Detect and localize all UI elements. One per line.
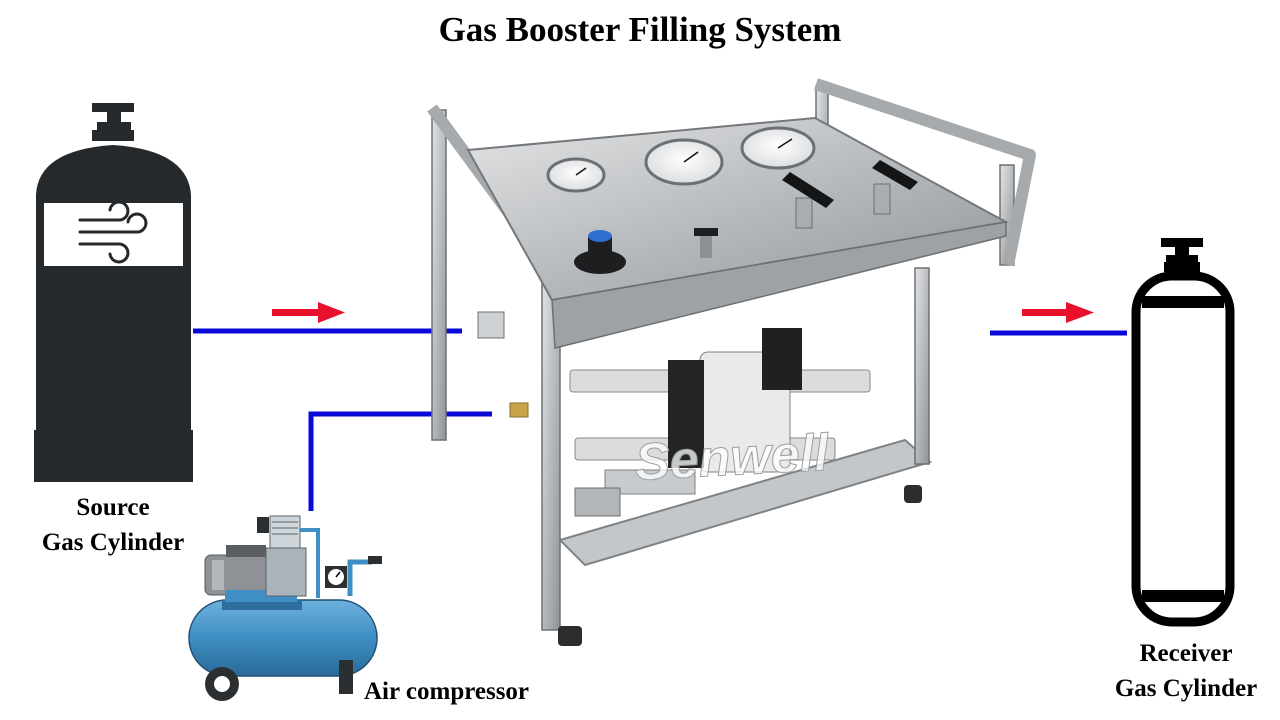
booster-regulator-knob	[574, 230, 626, 274]
source-cylinder-valve	[92, 103, 134, 141]
flow-arrow-inlet	[272, 302, 345, 323]
air-compressor	[188, 515, 382, 701]
booster-valve-handle-left	[782, 172, 834, 229]
receiver-label-line1: Receiver	[1139, 640, 1233, 667]
gas-booster-cart	[427, 78, 1036, 646]
booster-pressure-gauge-right	[740, 126, 816, 170]
source-cylinder-label-panel	[44, 203, 183, 266]
compressor-pump-head	[257, 515, 307, 597]
source-gas-cylinder	[34, 103, 193, 482]
wind-icon	[78, 200, 148, 264]
booster-caster-wheels	[558, 485, 922, 646]
diagram-title: Gas Booster Filling System	[438, 10, 842, 49]
compressor-wheel	[205, 667, 239, 701]
flow-arrow-outlet	[1022, 302, 1094, 323]
source-cylinder-body	[36, 145, 191, 430]
compressor-air-pipe	[308, 411, 492, 511]
receiver-gas-cylinder	[1131, 238, 1235, 627]
receiver-label-line2: Gas Cylinder	[1114, 675, 1258, 702]
booster-pump	[477, 311, 871, 517]
booster-lower-tray	[558, 438, 933, 567]
air-compressor-label: Air compressor	[364, 678, 530, 705]
source-label-line2: Gas Cylinder	[41, 529, 185, 556]
booster-valve-small	[694, 228, 718, 258]
source-cylinder-label: Source Gas Cylinder	[18, 490, 208, 560]
source-cylinder-base	[34, 430, 193, 482]
source-label-line1: Source	[76, 494, 150, 521]
receiver-cylinder-valve	[1161, 238, 1203, 272]
receiver-cylinder-label: Receiver Gas Cylinder	[1096, 636, 1276, 706]
booster-valve-handle-right	[872, 160, 918, 215]
receiver-cylinder-body	[1131, 271, 1235, 627]
compressor-pressure-gauge-icon	[325, 566, 347, 588]
gas-flow-lines	[193, 302, 1127, 511]
booster-pressure-gauge-center	[644, 138, 724, 186]
booster-pressure-gauge-left	[546, 157, 606, 193]
senwell-watermark: Senwell	[634, 424, 832, 492]
